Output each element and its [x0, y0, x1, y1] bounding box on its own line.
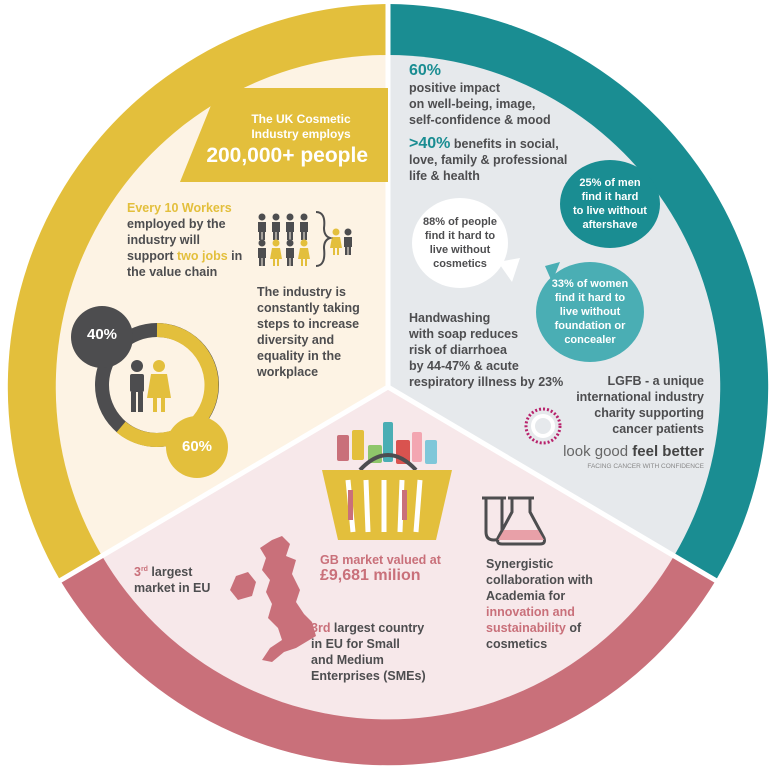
handwashing-line-5: respiratory illness by 23%	[409, 375, 564, 389]
eu-rank-text: 3rd largest market in EU	[134, 562, 234, 596]
diversity-line-4: diversity and	[257, 333, 335, 347]
logo-light: look good	[563, 443, 633, 460]
men-line-2: find it hard	[581, 191, 639, 203]
people-line-4: cosmetics	[433, 258, 487, 270]
diversity-line-3: steps to increase	[257, 317, 360, 331]
shopping-basket-icon	[322, 422, 452, 540]
workers-line-3-pre: support	[127, 249, 177, 263]
wellbeing-line-2: on well-being, image,	[409, 97, 536, 111]
female-percentage: 60%	[181, 438, 213, 455]
banner-text: The UK Cosmetic Industry employs	[226, 112, 376, 142]
wellbeing-stat-text: positive impact on well-being, image, se…	[409, 80, 579, 128]
workers-line-4: the value chain	[127, 265, 218, 279]
women-bubble: 33% of women find it hard to live withou…	[536, 262, 644, 362]
wellbeing-line-1: positive impact	[409, 81, 500, 95]
handwashing-line-3: risk of diarrhoea	[409, 343, 507, 357]
academia-line-2: collaboration with	[486, 573, 593, 587]
people-line-3: live without	[429, 244, 491, 256]
gender-ring-chart	[71, 306, 228, 478]
sme-line-4: Enterprises (SMEs)	[311, 669, 426, 683]
women-line-3: live without	[559, 306, 621, 318]
men-line-3: to live without	[573, 205, 647, 217]
sme-num: 3rd	[311, 621, 331, 635]
academia-highlight-1: innovation and	[486, 605, 575, 619]
male-percentage: 40%	[86, 326, 118, 343]
men-line-1: 25% of men	[579, 177, 641, 189]
sme-text: 3rd largest country in EU for Small and …	[311, 620, 451, 684]
lgfb-text: LGFB - a unique international industry c…	[560, 373, 704, 437]
women-line-2: find it hard to	[554, 292, 626, 304]
eu-rank-label: largest	[147, 565, 193, 580]
diversity-line-5: equality in the	[257, 349, 342, 363]
workers-lead: Every 10 Workers	[127, 201, 232, 215]
workers-icon-group	[258, 211, 352, 267]
academia-text: Synergistic collaboration with Academia …	[486, 556, 616, 652]
academia-highlight-2: sustainability	[486, 621, 566, 635]
lgfb-line-1: LGFB - a unique	[607, 374, 704, 388]
market-label: GB market valued at	[320, 553, 441, 567]
sme-label: largest country	[330, 621, 425, 635]
sme-line-2: in EU for Small	[311, 637, 400, 651]
people-bubble: 88% of people find it hard to live witho…	[412, 198, 508, 288]
handwashing-line-1: Handwashing	[409, 311, 491, 325]
lab-flask-icon	[482, 496, 546, 546]
men-bubble: 25% of men find it hard to live without …	[560, 160, 660, 248]
diversity-line-6: workplace	[257, 365, 319, 379]
banner-line-1: The UK Cosmetic	[251, 112, 351, 126]
handwashing-line-4: by 44-47% & acute	[409, 359, 519, 373]
lgfb-line-3: charity supporting	[594, 406, 704, 420]
benefits-first: benefits in social,	[453, 137, 559, 151]
women-line-5: concealer	[564, 334, 616, 346]
two-jobs-highlight: two jobs	[177, 249, 228, 263]
logo-bold: feel better	[632, 443, 704, 460]
wellbeing-line-3: self-confidence & mood	[409, 113, 551, 127]
employees-count: 200,000+ people	[206, 144, 368, 167]
diversity-line-1: The industry is	[257, 285, 346, 299]
people-line-1: 88% of people	[423, 216, 497, 228]
academia-post: of	[565, 621, 582, 635]
lgfb-logo-text: look good feel better	[560, 443, 704, 461]
sme-line-1: 3rd largest country	[311, 620, 451, 636]
banner-line-2: Industry employs	[251, 127, 351, 141]
eu-rank-sup: rd	[140, 566, 148, 573]
women-line-1: 33% of women	[551, 278, 629, 290]
eu-rank-num: 3	[134, 565, 141, 580]
lgfb-line-2: international industry	[576, 390, 704, 404]
workers-line-2: industry will	[127, 233, 200, 247]
lgfb-logo-icon	[524, 407, 562, 445]
workers-line-3-post: in	[227, 249, 243, 263]
economy-panel	[102, 387, 674, 720]
men-line-4: aftershave	[582, 219, 638, 231]
workers-text: Every 10 Workers employed by the industr…	[127, 200, 253, 280]
workers-line-3: support two jobs in	[127, 248, 253, 264]
sme-line-3: and Medium	[311, 653, 384, 667]
lgfb-line-4: cancer patients	[612, 422, 704, 436]
eu-rank-line-2: market in EU	[134, 581, 211, 596]
eu-rank-line-1: 3rd largest	[134, 562, 234, 580]
wellbeing-stat-value: 60%	[409, 62, 442, 79]
uk-map-icon	[230, 536, 316, 662]
handwashing-line-2: with soap reduces	[409, 327, 519, 341]
people-line-2: find it hard to	[424, 230, 496, 242]
diversity-text: The industry is constantly taking steps …	[257, 284, 377, 380]
workers-line-1: employed by the	[127, 217, 226, 231]
diversity-line-2: constantly taking	[257, 301, 360, 315]
women-line-4: foundation or	[554, 320, 626, 332]
female-icon	[147, 360, 171, 412]
handwashing-text: Handwashing with soap reduces risk of di…	[409, 310, 564, 390]
academia-line-5: sustainability of	[486, 620, 616, 636]
benefits-stat-value: >40%	[409, 135, 451, 152]
academia-line-6: cosmetics	[486, 637, 548, 651]
male-icon	[130, 360, 144, 412]
academia-line-1: Synergistic	[486, 557, 554, 571]
academia-line-3: Academia for	[486, 589, 566, 603]
lgfb-tagline: FACING CANCER WITH CONFIDENCE	[587, 463, 704, 470]
benefits-line-3: life & health	[409, 169, 480, 183]
benefits-line-2: love, family & professional	[409, 153, 568, 167]
benefits-line-1: >40% benefits in social,	[409, 136, 599, 152]
benefits-stat: >40% benefits in social, love, family & …	[409, 136, 599, 184]
market-value: £9,681 milion	[320, 567, 421, 584]
